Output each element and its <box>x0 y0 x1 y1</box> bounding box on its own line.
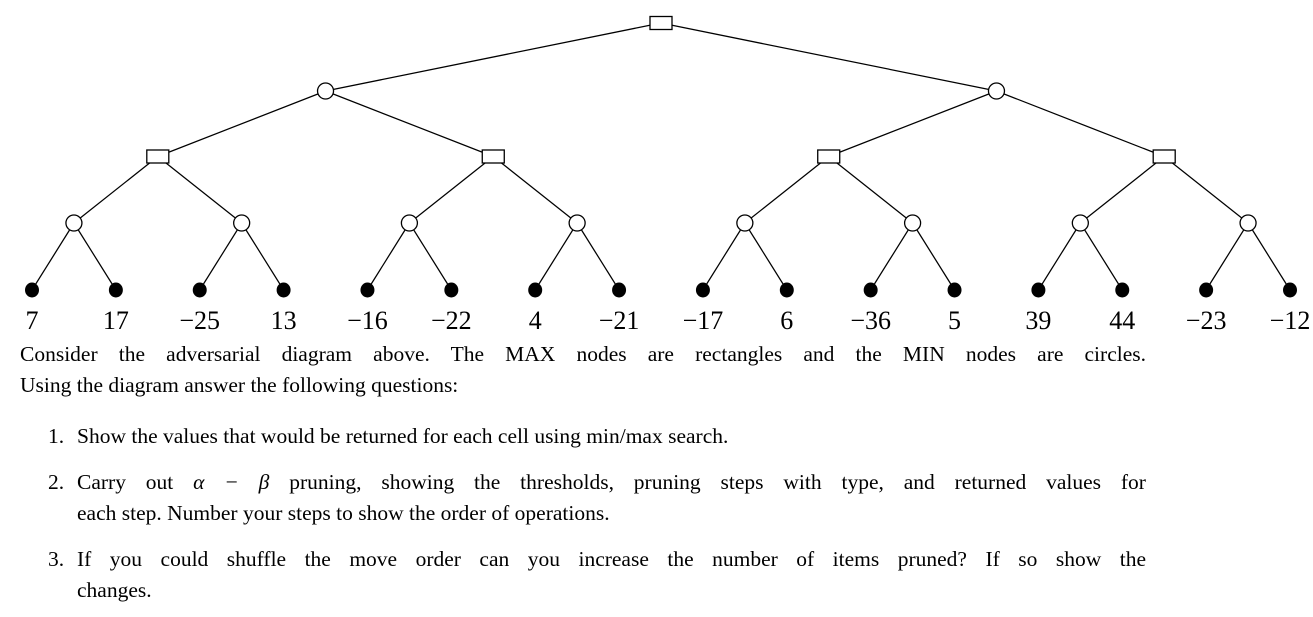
min-node-l3-4 <box>736 214 754 232</box>
leaf-value-1: 17 <box>103 306 129 335</box>
leaf-value-15: −12 <box>1270 306 1311 335</box>
leaf-value-8: −17 <box>683 306 724 335</box>
question-item-3: 3. If you could shuffle the move order c… <box>20 544 1146 606</box>
intro-line-1: Consider the adversarial diagram above. … <box>20 342 1146 366</box>
max-node-l2-2 <box>817 149 841 164</box>
tree-edge <box>325 22 662 92</box>
leaf-node-12 <box>1031 282 1046 298</box>
tree-edge <box>31 222 75 291</box>
tree-edge <box>157 156 243 224</box>
question-item-2-text-post: pruning, showing the thresholds, pruning… <box>269 470 1146 494</box>
max-node-root <box>649 15 673 31</box>
question-item-2-line-1: Carry out α − β pruning, showing the thr… <box>77 467 1146 498</box>
tree-edge <box>409 156 494 224</box>
tree-edge <box>660 22 997 92</box>
game-tree-diagram: 7 17 −25 13 −16 −22 4 −21 −17 6 −36 5 39 44 −23 −12 <box>25 15 1311 335</box>
tree-edge <box>366 222 410 291</box>
min-node-l3-0 <box>65 214 83 232</box>
intro-line-2: Using the diagram answer the following q… <box>20 373 459 397</box>
leaf-node-0 <box>25 282 39 298</box>
leaf-value-0: 7 <box>26 306 39 335</box>
min-node-l3-1 <box>233 214 251 232</box>
tree-edge <box>73 156 159 224</box>
tree-edge <box>241 222 285 291</box>
leaf-node-7 <box>612 282 627 298</box>
leaf-node-6 <box>528 282 543 298</box>
leaf-value-4: −16 <box>347 306 388 335</box>
leaf-node-3 <box>276 282 291 298</box>
question-item-2-text-pre: Carry out <box>77 470 194 494</box>
max-node-l2-3 <box>1152 149 1176 164</box>
leaf-value-11: 5 <box>948 306 961 335</box>
max-node-l2-0 <box>146 149 170 164</box>
question-item-1: 1. Show the values that would be returne… <box>20 421 1146 452</box>
alpha-beta-math: α − β <box>193 470 270 494</box>
leaf-node-5 <box>444 282 459 298</box>
tree-edge <box>828 156 913 224</box>
min-node-l3-5 <box>903 214 922 232</box>
leaf-value-10: −36 <box>850 306 891 335</box>
tree-edge <box>996 90 1165 158</box>
question-item-3-line-1: If you could shuffle the move order can … <box>77 547 1146 571</box>
tree-edge <box>744 156 830 224</box>
leaf-value-12: 39 <box>1025 306 1051 335</box>
leaf-value-2: −25 <box>179 306 220 335</box>
tree-edge <box>199 222 243 291</box>
tree-edge <box>702 222 746 291</box>
leaf-value-13: 44 <box>1109 306 1135 335</box>
tree-edge <box>912 222 956 291</box>
min-node-l1-0 <box>316 82 335 100</box>
question-text-block: Consider the adversarial diagram above. … <box>20 339 1146 606</box>
leaf-value-3: 13 <box>271 306 297 335</box>
leaf-node-10 <box>863 282 878 298</box>
leaf-node-1 <box>108 282 123 298</box>
leaf-node-14 <box>1199 282 1214 298</box>
tree-edge <box>534 222 578 291</box>
tree-edge <box>870 222 914 291</box>
min-node-l3-6 <box>1071 214 1089 232</box>
leaf-value-7: −21 <box>599 306 640 335</box>
question-item-2-number: 2. <box>48 470 65 494</box>
min-node-l3-7 <box>1239 214 1257 232</box>
question-item-3-line-2: changes. <box>77 578 152 602</box>
tree-edge <box>1163 156 1249 224</box>
question-item-3-number: 3. <box>48 547 65 571</box>
leaf-value-14: −23 <box>1186 306 1227 335</box>
tree-edge <box>1205 222 1249 291</box>
leaf-node-8 <box>695 282 710 298</box>
question-item-1-line-1: Show the values that would be returned f… <box>77 424 729 448</box>
game-tree-svg: 7 17 −25 13 −16 −22 4 −21 −17 6 −36 5 39 44 −23 −12 <box>25 15 1311 335</box>
tree-edge <box>1247 222 1291 291</box>
leaf-value-6: 4 <box>529 306 542 335</box>
tree-edge <box>1037 222 1081 291</box>
leaf-node-2 <box>192 282 207 298</box>
tree-edge <box>576 222 620 291</box>
max-node-l2-1 <box>481 149 505 164</box>
question-item-2: 2. Carry out α − β pruning, showing the … <box>20 467 1146 529</box>
min-node-l3-3 <box>568 214 586 232</box>
leaf-node-11 <box>947 282 962 298</box>
tree-edge <box>73 222 117 291</box>
tree-edge <box>492 156 578 224</box>
tree-edge <box>744 222 788 291</box>
question-item-2-line-2: each step. Number your steps to show the… <box>77 501 610 525</box>
leaf-node-15 <box>1283 282 1297 298</box>
leaf-node-4 <box>360 282 375 298</box>
leaf-value-9: 6 <box>780 306 793 335</box>
tree-edge <box>408 222 452 291</box>
tree-edge <box>1079 156 1165 224</box>
min-node-l3-2 <box>400 214 419 232</box>
question-item-1-number: 1. <box>48 424 65 448</box>
tree-edge <box>828 90 997 158</box>
leaf-node-13 <box>1115 282 1130 298</box>
tree-edge <box>1079 222 1123 291</box>
tree-edge <box>157 90 326 158</box>
leaf-node-9 <box>779 282 794 298</box>
tree-edge <box>325 90 494 158</box>
leaf-value-5: −22 <box>431 306 472 335</box>
min-node-l1-1 <box>987 82 1006 100</box>
